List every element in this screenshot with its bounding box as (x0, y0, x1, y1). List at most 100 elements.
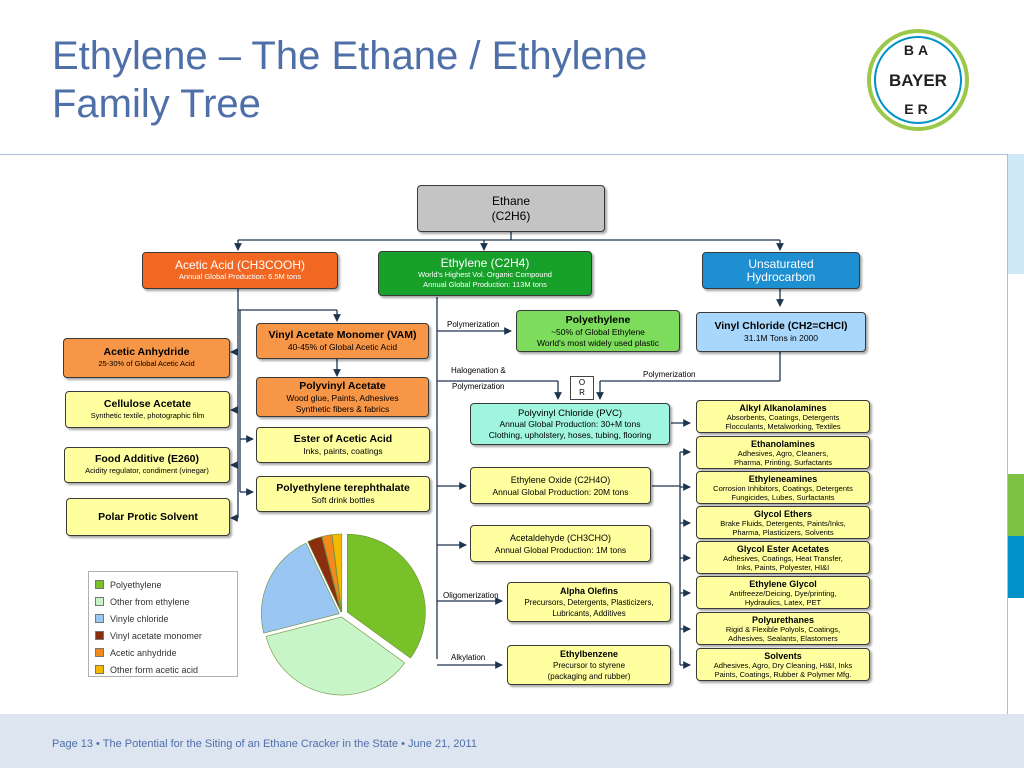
legend-label: Polyethylene (110, 579, 162, 590)
node-alpha-olefins-title: Alpha Olefins (559, 586, 618, 596)
legend-swatch (95, 614, 104, 623)
legend-item: Acetic anhydride (95, 644, 231, 661)
node-glycol-ethers: Glycol Ethers Brake Fluids, Detergents, … (696, 506, 870, 539)
node-ethane-title: Ethane (491, 193, 531, 208)
node-polyurethanes: Polyurethanes Rigid & Flexible Polyols, … (696, 612, 870, 645)
node-ethane: Ethane (C2H6) (417, 185, 605, 232)
node-ethylene-title: Ethylene (C2H4) (440, 255, 530, 270)
node-ethanolamines-title: Ethanolamines (750, 438, 815, 449)
node-polyethylene: Polyethylene ~50% of Global Ethylene Wor… (516, 310, 680, 352)
node-glycol-ester-title: Glycol Ester Acetates (736, 543, 830, 554)
node-polyurethanes-line1: Rigid & Flexible Polyols, Coatings, (725, 624, 841, 634)
pie-slice (331, 533, 343, 613)
node-food-additive-line1: Acidity regulator, condiment (vinegar) (85, 466, 209, 476)
node-ethylbenzene-line1: Precursor to styrene (552, 661, 626, 670)
node-ethylene-glycol-line1: Antifreeze/Deicing, Dye/printing, (729, 588, 837, 598)
legend-label: Vinyl acetate monomer (110, 630, 202, 641)
node-glycol-ethers-line1: Brake Fluids, Detergents, Paints/Inks, (720, 518, 846, 528)
node-vam-title: Vinyl Acetate Monomer (VAM) (268, 329, 417, 342)
node-vinyl-chloride-title: Vinyl Chloride (CH2=CHCl) (714, 320, 848, 333)
node-ethylene-glycol-title: Ethylene Glycol (749, 578, 817, 589)
node-acetic-anhydride-title: Acetic Anhydride (103, 346, 190, 359)
node-cellulose-acetate-title: Cellulose Acetate (103, 397, 192, 410)
node-ethylene-glycol-line2: Hydraulics, Latex, PET (744, 597, 822, 607)
node-pet: Polyethylene terephthalate Soft drink bo… (256, 476, 430, 512)
logo-outer-ring (867, 29, 969, 131)
node-alpha-olefins-line1: Precursors, Detergents, Plasticizers, (524, 598, 654, 607)
node-unsaturated: Unsaturated Hydrocarbon (702, 252, 860, 289)
node-ethylene-line1: World's Highest Vol. Organic Compound (418, 269, 552, 279)
node-glycol-ester-acetates: Glycol Ester Acetates Adhesives, Coating… (696, 541, 870, 574)
node-ethane-subtitle: (C2H6) (491, 208, 531, 223)
node-ester: Ester of Acetic Acid Inks, paints, coati… (256, 427, 430, 463)
node-polyvinyl-acetate-line1: Wood glue, Paints, Adhesives (286, 393, 399, 403)
node-alpha-olefins-line2: Lubricants, Additives (552, 608, 626, 618)
node-polar-protic-title: Polar Protic Solvent (98, 510, 198, 523)
legend-swatch (95, 580, 104, 589)
node-pet-line1: Soft drink bottles (311, 495, 375, 506)
node-solvents-line2: Paints, Coatings, Rubber & Polymer Mfg. (714, 669, 852, 679)
node-alkyl-title: Alkyl Alkanolamines (739, 402, 827, 413)
node-solvents: Solvents Adhesives, Agro, Dry Cleaning, … (696, 648, 870, 681)
node-polyethylene-line2: World's most widely used plastic (537, 337, 659, 348)
node-solvents-title: Solvents (764, 650, 802, 661)
pie-chart (261, 533, 426, 696)
logo-horizontal: BAYER (889, 71, 947, 90)
node-alpha-olefins: Alpha Olefins Precursors, Detergents, Pl… (507, 582, 671, 622)
legend-item: Vinyl acetate monomer (95, 627, 231, 644)
node-vinyl-chloride-line1: 31.1M Tons in 2000 (743, 333, 819, 344)
legend-item: Other form acetic acid (95, 661, 231, 678)
legend-label: Vinyle chloride (110, 613, 169, 624)
label-polymerization-2: Polymerization (452, 382, 505, 391)
pie-slice (261, 542, 340, 634)
label-oligomerization: Oligomerization (443, 591, 499, 600)
node-ethyleneamines-line2: Fungicides, Lubes, Surfactants (731, 492, 835, 502)
node-polyethylene-line1: ~50% of Global Ethylene (551, 327, 645, 337)
label-polymerization-1: Polymerization (447, 320, 500, 329)
node-glycol-ethers-title: Glycol Ethers (753, 508, 813, 519)
node-acetic-anhydride: Acetic Anhydride 25-30% of Global Acetic… (63, 338, 230, 378)
node-polyvinyl-acetate-line2: Synthetic fibers & fabrics (295, 403, 390, 414)
node-acetic-acid: Acetic Acid (CH3COOH) Annual Global Prod… (142, 252, 338, 289)
node-vinyl-chloride: Vinyl Chloride (CH2=CHCl) 31.1M Tons in … (696, 312, 866, 352)
node-ethylbenzene-line2: (packaging and rubber) (547, 671, 631, 681)
node-ester-title: Ester of Acetic Acid (293, 433, 393, 446)
node-pvc-line1: Annual Global Production: 30+M tons (499, 419, 641, 429)
node-ethylene-oxide-title: Ethylene Oxide (C2H4O) (510, 474, 611, 485)
node-ethylene-oxide: Ethylene Oxide (C2H4O) Annual Global Pro… (470, 467, 651, 504)
node-food-additive-title: Food Additive (E260) (94, 453, 200, 466)
node-ethylene-glycol: Ethylene Glycol Antifreeze/Deicing, Dye/… (696, 576, 870, 609)
node-acetic-acid-line1: Annual Global Production: 6.5M tons (178, 271, 302, 281)
node-polyvinyl-acetate: Polyvinyl Acetate Wood glue, Paints, Adh… (256, 377, 429, 417)
label-polymerization-3: Polymerization (643, 370, 696, 379)
node-acetic-anhydride-line1: 25-30% of Global Acetic Acid (98, 359, 195, 369)
pie-slice (265, 616, 406, 696)
node-glycol-ester-line1: Adhesives, Coatings, Heat Transfer, (723, 553, 843, 563)
node-ethanolamines-line1: Adhesives, Agro, Cleaners, (737, 448, 829, 458)
legend-swatch (95, 631, 104, 640)
node-acetaldehyde-title: Acetaldehyde (CH3CHO) (509, 532, 612, 543)
or-box-bottom: R (579, 388, 585, 397)
node-unsaturated-title: Unsaturated (748, 256, 814, 271)
node-pvc-line2: Clothing, upholstery, hoses, tubing, flo… (488, 429, 652, 440)
node-ethyleneamines-line1: Corrosion Inhibitors, Coatings, Detergen… (713, 483, 853, 493)
node-pvc-title: Polyvinyl Chloride (PVC) (517, 408, 622, 419)
node-pvc: Polyvinyl Chloride (PVC) Annual Global P… (470, 403, 670, 445)
legend-swatch (95, 648, 104, 657)
pie-slice (307, 536, 342, 613)
title-line-2: Family Tree (52, 82, 261, 126)
node-alkyl-line2: Flocculants, Metalworking, Textiles (725, 421, 841, 431)
label-alkylation: Alkylation (451, 653, 486, 662)
legend-label: Other form acetic acid (110, 664, 199, 675)
node-polar-protic: Polar Protic Solvent (66, 498, 230, 536)
node-alkyl-alkanolamines: Alkyl Alkanolamines Absorbents, Coatings… (696, 400, 870, 433)
legend-swatch (95, 597, 104, 606)
node-ethyleneamines-title: Ethyleneamines (748, 473, 818, 484)
legend-item: Other from ethylene (95, 593, 231, 610)
label-halogenation: Halogenation & (451, 366, 506, 375)
legend-label: Acetic anhydride (110, 647, 177, 658)
node-ethanolamines: Ethanolamines Adhesives, Agro, Cleaners,… (696, 436, 870, 469)
side-strip-green (1008, 474, 1024, 536)
node-ethylene-line2: Annual Global Production: 113M tons (423, 280, 547, 289)
